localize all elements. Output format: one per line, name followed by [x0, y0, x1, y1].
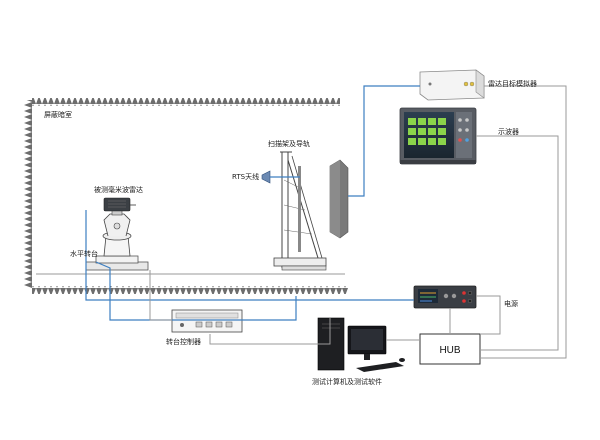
- turntable-controller-label: 转台控制器: [166, 338, 201, 346]
- gray-links: [149, 85, 567, 359]
- shielded-chamber: [24, 98, 348, 294]
- radar-simulator-label: 雷达目标模拟器: [488, 80, 537, 88]
- scanner-frame: [273, 151, 327, 271]
- radar-under-test: [103, 197, 136, 212]
- rts-antenna: [261, 170, 300, 184]
- oscilloscope-label: 示波器: [498, 128, 519, 136]
- absorber-panel: [329, 159, 349, 239]
- hub: [419, 333, 481, 365]
- turntable-controller: [171, 309, 243, 333]
- turntable-label: 水平转台: [70, 250, 98, 258]
- power-supply-label: 电源: [504, 300, 518, 308]
- rts-antenna-label: RTS天线: [232, 173, 260, 181]
- oscilloscope: [399, 107, 477, 165]
- turntable-assembly: [85, 209, 149, 271]
- blue-links: [85, 85, 420, 321]
- hub-label: HUB: [439, 345, 460, 356]
- test-pc-label: 测试计算机及测试软件: [312, 378, 382, 386]
- radar-target-simulator: [419, 69, 485, 101]
- scanner-label: 扫描架及导轨: [268, 140, 310, 148]
- chamber-label: 屏蔽暗室: [44, 111, 72, 119]
- radar-label: 被测毫米波雷达: [94, 186, 143, 194]
- test-computer: [317, 317, 405, 372]
- power-supply: [413, 285, 477, 309]
